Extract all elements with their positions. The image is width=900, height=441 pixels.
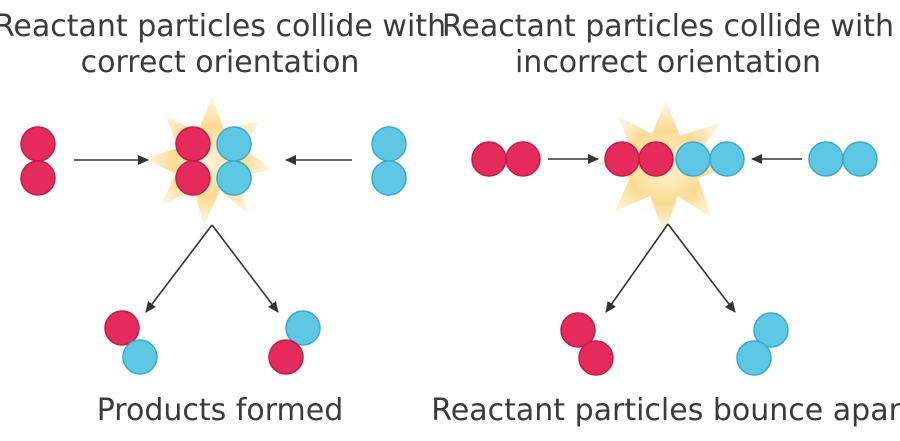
left-title-line-2: correct orientation [81, 45, 360, 80]
right-title-line-2: incorrect orientation [515, 45, 821, 80]
product-molecule-left-2 [268, 310, 321, 375]
arrow-left-out-1 [145, 224, 213, 313]
red-molecule-left-incoming [20, 126, 56, 196]
collision-cluster-right [604, 141, 745, 177]
left-title-line-1: Reactant particles collide with [0, 9, 446, 44]
bounced-blue-molecule [736, 312, 789, 376]
right-title-line-1: Reactant particles collide with [442, 9, 894, 44]
blue-molecule-right-incoming [808, 141, 878, 177]
red-molecule-right-incoming [471, 141, 541, 177]
arrow-left-out-2 [211, 224, 279, 313]
collision-burst-left [144, 96, 272, 226]
left-caption: Products formed [97, 393, 344, 428]
blue-molecule-left-incoming [371, 126, 407, 196]
right-caption: Reactant particles bounce apart [431, 393, 900, 428]
bounced-red-molecule [560, 312, 614, 376]
collision-cluster-left [175, 126, 252, 196]
arrow-right-out-1 [605, 223, 669, 313]
product-molecule-left-1 [104, 310, 158, 375]
arrow-right-out-2 [667, 223, 736, 313]
